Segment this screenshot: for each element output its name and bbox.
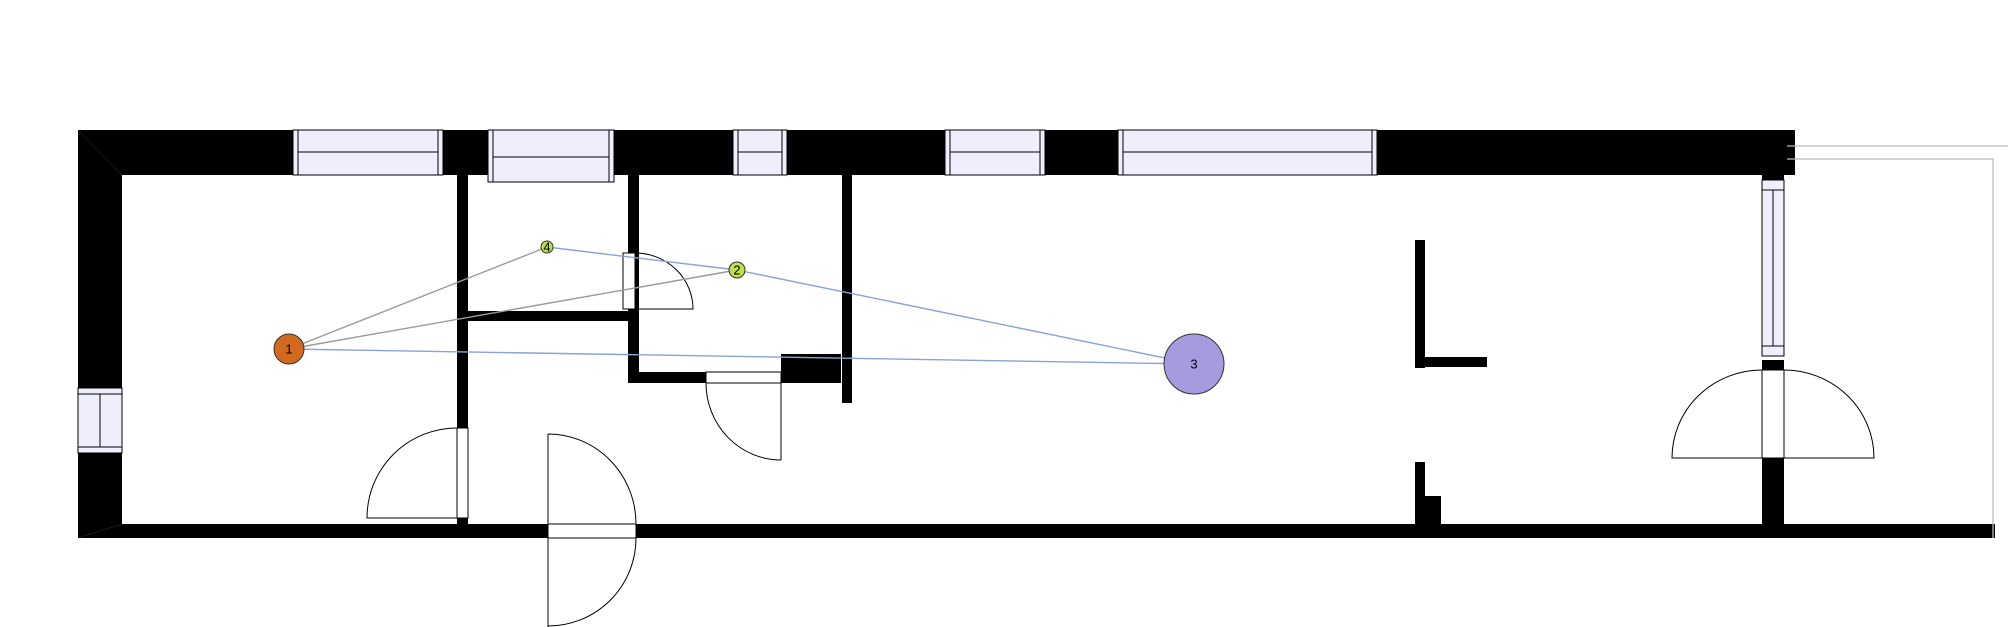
node-marker-2[interactable] — [728, 261, 746, 279]
door-entrance — [547, 433, 637, 627]
door-left-room — [366, 427, 469, 519]
window-3 — [732, 129, 788, 176]
interior-wall-closet-bottom-b — [781, 354, 841, 383]
right-wall-upper — [1762, 130, 1784, 180]
window-left-wall — [77, 387, 123, 454]
node-marker-3[interactable] — [1163, 333, 1225, 395]
balcony-outline — [1784, 145, 2008, 538]
link-n1-n4 — [288, 246, 548, 350]
node-label-1: 1 — [285, 342, 292, 357]
link-n2-n3 — [736, 269, 1195, 365]
walls — [78, 130, 1995, 538]
node-3[interactable]: 3 — [1163, 333, 1225, 395]
node-1[interactable]: 1 — [273, 333, 305, 365]
interior-wall-closet-bottom-a — [628, 372, 706, 383]
link-n4-n2 — [546, 246, 738, 271]
doors — [366, 252, 1875, 627]
node-markers: 1 2 3 4 — [273, 240, 1225, 395]
interior-wall-stub-arm — [1415, 357, 1487, 367]
door-balcony — [1671, 369, 1875, 459]
interior-wall-stub-foot — [1425, 496, 1441, 524]
door-small-room — [622, 252, 694, 310]
door-closet — [705, 371, 782, 461]
window-5 — [1117, 129, 1378, 176]
interior-wall-closet-right — [842, 175, 852, 403]
node-marker-1[interactable] — [273, 333, 305, 365]
bottom-wall — [78, 524, 1995, 538]
link-n1-n3 — [288, 348, 1195, 365]
node-label-4: 4 — [543, 240, 550, 255]
windows — [77, 129, 1785, 454]
window-4 — [944, 129, 1046, 176]
left-wall — [78, 130, 122, 538]
node-label-2: 2 — [733, 263, 740, 278]
window-1 — [292, 129, 444, 176]
node-4[interactable]: 4 — [540, 240, 554, 255]
node-2[interactable]: 2 — [728, 261, 746, 279]
interior-wall-stub-upper — [1415, 240, 1425, 368]
node-label-3: 3 — [1190, 357, 1197, 372]
interior-wall-small-room-bottom — [468, 311, 628, 321]
node-marker-4[interactable] — [540, 240, 554, 254]
interior-wall-stub-lower — [1415, 462, 1425, 532]
link-n1-n2 — [288, 269, 738, 350]
window-right-wall — [1761, 179, 1785, 357]
node-links — [288, 246, 1195, 365]
interior-wall-left-room — [457, 130, 468, 538]
window-2 — [487, 129, 615, 183]
